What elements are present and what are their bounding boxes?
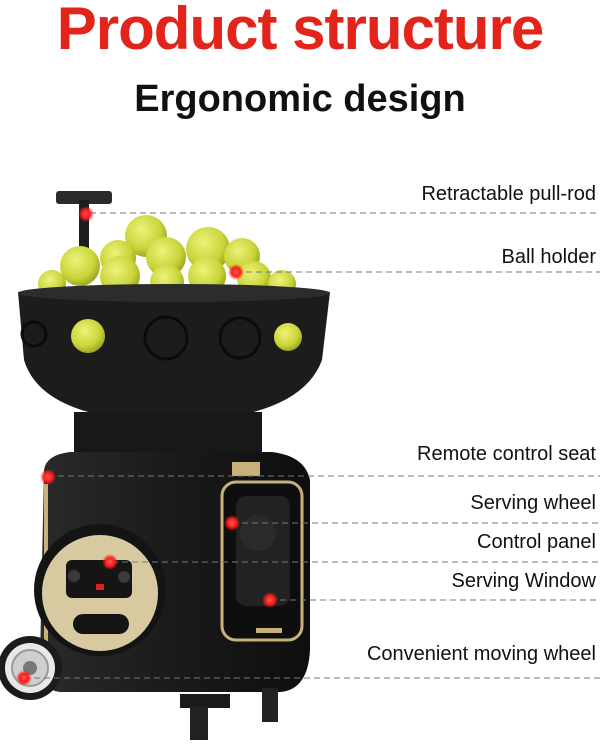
pull-rod (56, 191, 112, 262)
callout-lines (24, 212, 600, 679)
tennis-balls (38, 215, 296, 299)
machine-feet (180, 688, 278, 740)
page-title: Product structure (56, 0, 544, 62)
label-ball-holder: Ball holder (501, 246, 596, 268)
label-convenient-moving-wheel: Convenient moving wheel (366, 643, 596, 665)
page-subtitle: Ergonomic design (134, 78, 466, 120)
control-panel (34, 524, 166, 656)
label-remote-control-seat: Remote control seat (417, 443, 596, 465)
label-retractable-pull-rod: Retractable pull-rod (421, 183, 596, 205)
ball-holder (18, 284, 330, 422)
serving-window (220, 480, 304, 642)
label-serving-wheel: Serving wheel (470, 492, 596, 514)
label-serving-window: Serving Window (451, 570, 596, 592)
ball-machine-illustration (0, 191, 600, 740)
moving-wheel (0, 636, 62, 700)
label-control-panel: Control panel (477, 531, 596, 553)
callout-markers (16, 206, 278, 686)
